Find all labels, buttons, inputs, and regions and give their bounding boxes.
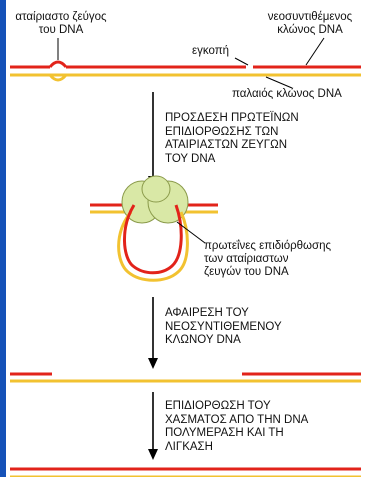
repair-proteins-line-1: πρωτεΐνες επιδιόρθωσης [204,240,331,253]
mismatch-label: αταίριαστο ζεύγος του DNA [8,11,114,37]
step-1-line-4: ΤΟΥ DNA [165,153,299,167]
old-strand-pointer [266,77,292,88]
stage-4-repaired-duplex [10,469,361,477]
step-2-line-2: ΝΕΟΣΥΝΤΙΘΕΜΕΝΟΥ [165,321,282,335]
stage-1-duplex [10,38,361,88]
step-1-line-1: ΠΡΟΣΔΕΣΗ ΠΡΩΤΕΪΝΩΝ [165,112,299,126]
step-2-line-1: ΑΦΑΙΡΕΣΗ ΤΟΥ [165,307,282,321]
step-1-line-2: ΕΠΙΔΙΟΡΘΩΣΗΣ ΤΩΝ [165,126,299,140]
nick-pointer [235,58,248,65]
stage-3-gapped-duplex [10,374,361,381]
mismatch-bubble-top [50,62,66,67]
step-2-arrowhead [148,358,158,369]
step-3-arrowhead [148,449,158,460]
mismatch-label-line-2: του DNA [8,24,114,37]
step-1-text: ΠΡΟΣΔΕΣΗ ΠΡΩΤΕΪΝΩΝ ΕΠΙΔΙΟΡΘΩΣΗΣ ΤΩΝ ΑΤΑΙ… [165,112,299,166]
stage-2-protein-complex [90,176,218,280]
repair-proteins-line-3: ζευγών του DNA [204,266,331,279]
diagram-panel: αταίριαστο ζεύγος του DNA νεοσυντιθέμενο… [6,0,375,477]
step-3-line-1: ΕΠΙΔΙΟΡΘΩΣΗ ΤΟΥ [165,400,308,414]
new-strand-label-line-1: νεοσυντιθέμενος [252,11,368,24]
step-3-line-4: ΛΙΓΚΑΣΗ [165,441,308,455]
new-strand-label: νεοσυντιθέμενος κλώνος DNA [252,11,368,37]
repair-proteins-label: πρωτεΐνες επιδιόρθωσης των αταίριαστων ζ… [204,240,331,279]
mismatch-label-line-1: αταίριαστο ζεύγος [8,11,114,24]
step-2-text: ΑΦΑΙΡΕΣΗ ΤΟΥ ΝΕΟΣΥΝΤΙΘΕΜΕΝΟΥ ΚΛΩΝΟΥ DNA [165,307,282,348]
nick-label: εγκοπή [192,45,229,58]
new-strand-pointer [306,38,324,65]
new-strand-label-line-2: κλώνος DNA [252,24,368,37]
old-strand-label: παλαιός κλώνος DNA [232,88,342,101]
step-2-line-3: ΚΛΩΝΟΥ DNA [165,334,282,348]
repair-protein-top [142,176,170,202]
step-1-line-3: ΑΤΑΙΡΙΑΣΤΩΝ ΖΕΥΓΩΝ [165,139,299,153]
repair-proteins-line-2: των αταίριαστων [204,253,331,266]
step-3-line-3: ΠΟΛΥΜΕΡΑΣΗ ΚΑΙ ΤΗ [165,427,308,441]
step-3-line-2: ΧΑΣΜΑΤΟΣ ΑΠΟ ΤΗΝ DNA [165,414,308,428]
step-3-text: ΕΠΙΔΙΟΡΘΩΣΗ ΤΟΥ ΧΑΣΜΑΤΟΣ ΑΠΟ ΤΗΝ DNA ΠΟΛ… [165,400,308,454]
